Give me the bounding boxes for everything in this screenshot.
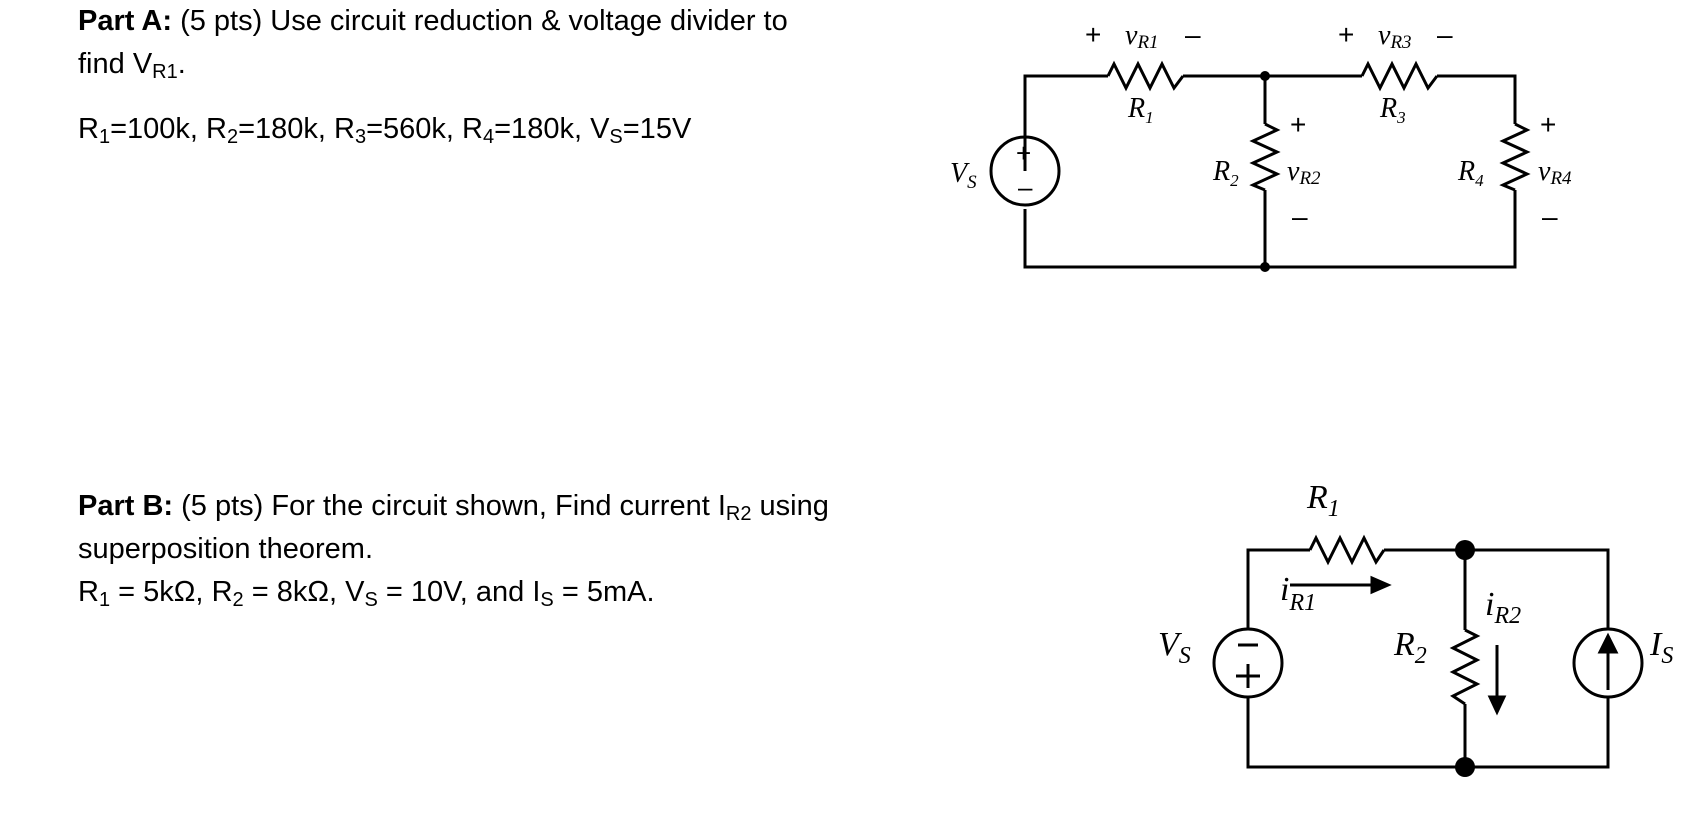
r2-b-label: R2 <box>1393 626 1427 669</box>
current-source-arrow-head <box>1597 632 1619 654</box>
pa-v4-t: V <box>590 113 610 145</box>
node-dot-b-bottom <box>1455 757 1475 777</box>
part-b-instruction-end: using <box>751 490 829 522</box>
pa-v0-t: R <box>78 113 99 145</box>
vs-b-label: VS <box>1158 626 1191 669</box>
r4-a-label: R4 <box>1457 156 1484 190</box>
current-source-b <box>1572 627 1644 699</box>
pb-v3-e: = 5mA. <box>553 576 655 608</box>
circuit-b-labels: R1 R2 iR1 iR2 VS IS <box>1158 479 1673 688</box>
pb-v1-t: R <box>211 576 233 608</box>
resistor-r1 <box>1106 60 1185 92</box>
pa-v0-s: 1 <box>98 126 111 148</box>
vs-a-plus: + <box>1016 138 1031 168</box>
voltage-source-b <box>1212 627 1284 699</box>
part-b-instruction: (5 pts) For the circuit shown, Find curr… <box>181 490 726 522</box>
ir2-arrow-head <box>1487 695 1507 716</box>
pb-v2-s: S <box>364 589 378 611</box>
pa-v4-s: S <box>609 126 623 148</box>
part-a-instruction: (5 pts) Use circuit reduction & voltage … <box>180 5 788 37</box>
resistor-r4 <box>1499 122 1531 192</box>
pa-v2-t: R <box>334 113 355 145</box>
pb-v3-s: S <box>540 589 554 611</box>
pa-v1-s: 2 <box>226 126 239 148</box>
ir1-arrow-head <box>1370 575 1392 595</box>
part-a-values: R1=100k, R2=180k, R3=560k, R4=180k, VS=1… <box>78 108 938 151</box>
part-a-find-end: . <box>177 48 186 80</box>
resistor-r2-b <box>1449 628 1481 706</box>
node-dot-a-bottom <box>1260 262 1270 272</box>
part-b-values: R1 = 5kΩ, R2 = 8kΩ, VS = 10V, and IS = 5… <box>78 571 978 614</box>
pa-v3-t: R <box>462 113 483 145</box>
r2-a-label: R2 <box>1212 156 1239 190</box>
pa-v3-s: 4 <box>483 126 495 148</box>
part-a-line-2: find VR1. <box>78 43 938 86</box>
circuit-b <box>1212 534 1644 777</box>
part-b-line-2: superposition theorem. <box>78 533 373 565</box>
resistor-r3 <box>1360 60 1439 92</box>
is-b-label: IS <box>1649 626 1673 669</box>
ir1-label: iR1 <box>1280 571 1316 616</box>
circuit-a <box>989 60 1531 272</box>
pa-v4-e: =15V <box>622 113 692 145</box>
part-a-line-1: Part A: (5 pts) Use circuit reduction & … <box>78 0 938 43</box>
vr3-label: vR3 <box>1378 20 1412 53</box>
part-a-find: find V <box>78 48 153 80</box>
r1-a-label: R1 <box>1127 93 1154 127</box>
vr2-label: vR2 <box>1287 156 1321 189</box>
pb-v0-t: R <box>78 576 99 608</box>
part-a-find-sub: R1 <box>152 61 178 83</box>
circuit-a-labels: + – VS R1 R3 R2 R4 + vR1 – + vR3 – + vR2… <box>950 19 1572 232</box>
r3-a-label: R3 <box>1379 93 1406 127</box>
circuit-b-wires <box>1246 548 1610 769</box>
vr3-plus: + <box>1338 19 1354 50</box>
vr4-minus: – <box>1542 201 1558 232</box>
voltage-source-a <box>989 135 1061 207</box>
pb-v0-e: = 5kΩ, <box>110 576 212 608</box>
vr3-minus: – <box>1437 19 1453 50</box>
part-b-line-1: Part B: (5 pts) For the circuit shown, F… <box>78 485 978 528</box>
pa-v2-s: 3 <box>354 126 367 148</box>
vr4-label: vR4 <box>1538 156 1572 189</box>
pa-v1-e: =180k, <box>238 113 335 145</box>
pa-v2-e: =560k, <box>366 113 463 145</box>
pb-v2-t: V <box>345 576 365 608</box>
pb-v0-s: 1 <box>98 589 111 611</box>
pb-v3-t: I <box>532 576 541 608</box>
part-b-text: Part B: (5 pts) For the circuit shown, F… <box>78 485 978 614</box>
vs-a-minus: – <box>1018 172 1033 202</box>
vr1-minus: – <box>1185 19 1201 50</box>
node-dot-a-top <box>1260 71 1270 81</box>
vr1-label: vR1 <box>1125 20 1159 53</box>
vr1-plus: + <box>1085 19 1101 50</box>
ir2-label: iR2 <box>1485 586 1521 629</box>
part-a-text: Part A: (5 pts) Use circuit reduction & … <box>78 0 938 151</box>
pa-v1-t: R <box>206 113 227 145</box>
pb-v1-s: 2 <box>232 589 244 611</box>
vr4-plus: + <box>1540 109 1556 140</box>
r1-b-label: R1 <box>1306 479 1340 522</box>
vr2-plus: + <box>1290 109 1306 140</box>
resistor-r2 <box>1249 122 1281 192</box>
resistor-r1-b <box>1308 534 1386 566</box>
part-b-instruction-sub: R2 <box>725 503 752 525</box>
node-dot-b-top <box>1455 540 1475 560</box>
vs-a-label: VS <box>950 158 977 193</box>
pa-v0-e: =100k, <box>110 113 207 145</box>
pb-v2-e: = 10V, and <box>377 576 533 608</box>
part-b-label: Part B: <box>78 490 174 522</box>
vr2-minus: – <box>1292 201 1308 232</box>
pa-v3-e: =180k, <box>494 113 591 145</box>
pb-v1-e: = 8kΩ, <box>243 576 346 608</box>
part-a-label: Part A: <box>78 5 172 37</box>
